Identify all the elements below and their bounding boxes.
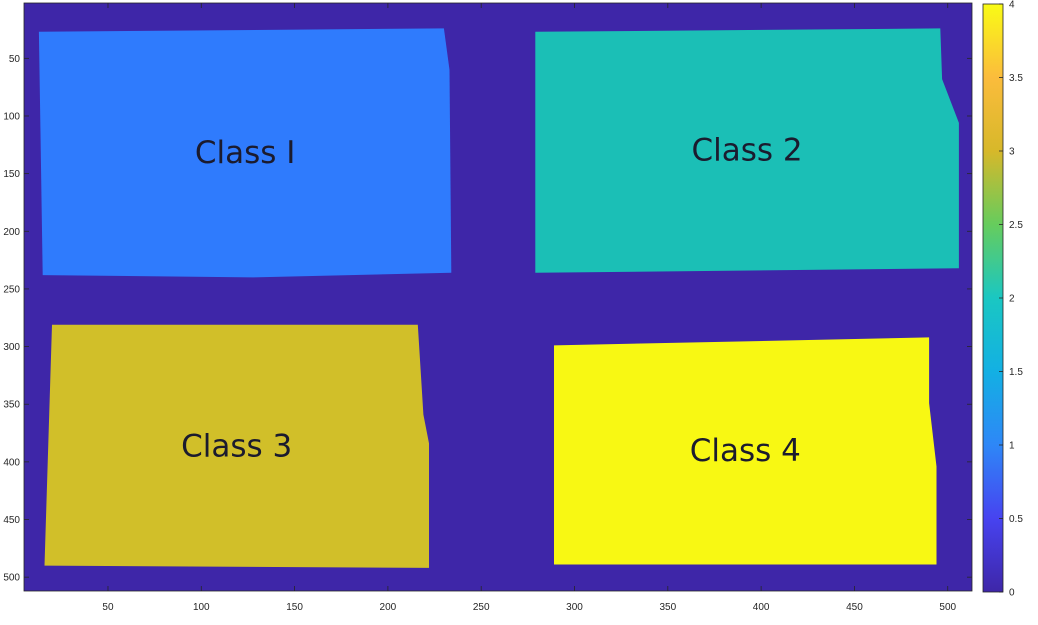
colorbar: 0 0.5 1 1.5 2 2.5 3 3.5 4 [982,0,1023,599]
colorbar-tick-label: 3.5 [1009,73,1023,84]
x-tick-label: 400 [753,602,770,613]
colorbar-axis: 0 0.5 1 1.5 2 2.5 3 3.5 4 [999,0,1023,599]
class-label-4: Class 4 [690,433,801,469]
colorbar-tick-label: 3 [1009,147,1015,158]
y-tick-label: 350 [3,400,20,411]
y-tick-label: 250 [3,284,20,295]
colorbar-tick-label: 0 [1009,588,1015,599]
x-tick-label: 350 [659,602,676,613]
y-tick-label: 200 [3,227,20,238]
colorbar-tick-label: 2 [1009,294,1015,305]
class-region-3 [44,324,429,568]
x-tick-label: 200 [380,602,397,613]
y-tick-label: 50 [9,54,21,65]
colorbar-tick-label: 1 [1009,441,1015,452]
class-region-4 [554,337,937,565]
class-label-1: Class I [195,135,296,171]
class-label-2: Class 2 [692,133,803,169]
colorbar-tick-label: 4 [1009,0,1015,11]
x-tick-label: 500 [939,602,956,613]
class-region-1 [38,28,452,278]
y-tick-label: 300 [3,342,20,353]
x-tick-label: 250 [473,602,490,613]
x-tick-label: 50 [102,602,114,613]
y-axis: 50 100 150 200 250 300 350 400 450 500 [3,54,972,584]
y-tick-label: 150 [3,169,20,180]
x-tick-label: 450 [846,602,863,613]
x-tick-label: 150 [286,602,303,613]
class-region-2 [535,28,959,273]
colorbar-tick-label: 1.5 [1009,367,1023,378]
y-tick-label: 400 [3,457,20,468]
plot-area: Class I Class 2 Class 3 Class 4 50 100 150 200… [3,2,973,613]
y-tick-label: 100 [3,111,20,122]
colorbar-tick-label: 2.5 [1009,220,1023,231]
x-axis: 50 100 150 200 250 300 350 400 450 500 [102,3,957,613]
class-label-3: Class 3 [181,428,292,464]
x-tick-label: 300 [566,602,583,613]
colorbar-tick-label: 0.5 [1009,514,1023,525]
axes-frame [23,2,973,592]
x-tick-label: 100 [193,602,210,613]
y-tick-label: 450 [3,515,20,526]
y-tick-label: 500 [3,573,20,584]
